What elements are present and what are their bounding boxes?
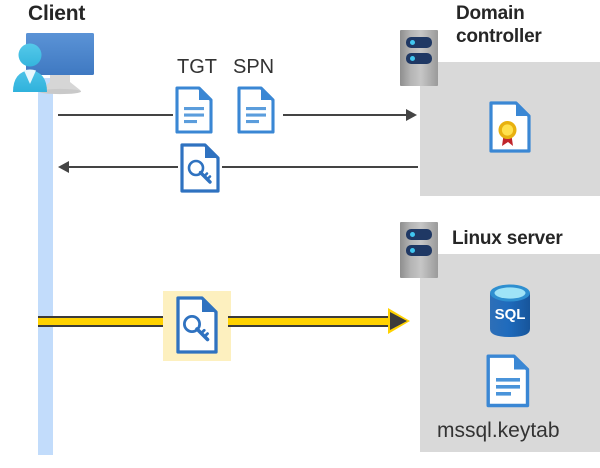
spn-document-icon <box>237 86 275 134</box>
client-computer-icon <box>4 26 104 96</box>
response-arrow-head <box>58 161 69 173</box>
request-arrow-head <box>406 109 417 121</box>
service-ticket-key-document-icon <box>176 296 218 354</box>
service-ticket-arrow-band-right <box>228 316 391 327</box>
linux-server-title: Linux server <box>452 228 563 249</box>
tgt-label: TGT <box>177 56 217 78</box>
spn-label: SPN <box>233 56 275 78</box>
certificate-document-icon <box>489 101 531 153</box>
service-ticket-arrow-head-inner <box>390 312 407 330</box>
keytab-filename-label: mssql.keytab <box>437 419 560 442</box>
response-arrow-line-left <box>68 166 178 168</box>
svg-text:SQL: SQL <box>495 306 526 323</box>
linux-server-server-icon <box>400 222 438 278</box>
domain-controller-title-line1: Domain <box>456 3 525 24</box>
client-title: Client <box>28 2 86 25</box>
service-ticket-arrow-band-left <box>38 316 163 327</box>
tgt-document-icon <box>175 86 213 134</box>
domain-controller-title-line2: controller <box>456 26 542 47</box>
client-lifeline <box>38 78 53 455</box>
request-arrow-line-left <box>58 114 173 116</box>
request-arrow-line-right <box>283 114 408 116</box>
response-arrow-line-right <box>222 166 418 168</box>
sql-database-icon: SQL <box>484 283 536 339</box>
response-key-document-icon <box>180 143 220 193</box>
domain-controller-server-icon <box>400 30 438 86</box>
keytab-document-icon <box>486 354 530 408</box>
